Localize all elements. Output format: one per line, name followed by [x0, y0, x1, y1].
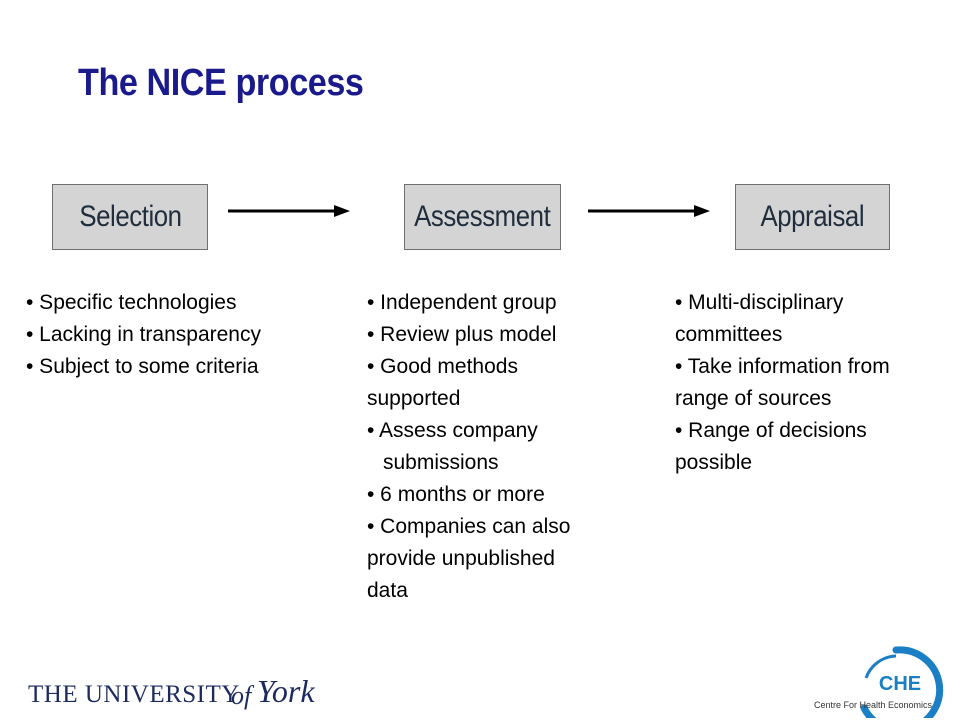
che-logo-abbr: CHE [879, 673, 921, 695]
list-item: • Lacking in transparency [26, 323, 261, 346]
list-item: • Independent group [367, 291, 557, 314]
list-item-continuation: supported [367, 387, 461, 410]
list-item: • Assess company [367, 419, 538, 442]
stage-box-appraisal: Appraisal [735, 184, 890, 250]
che-logo-fullname: Centre For Health Economics [814, 700, 933, 710]
selection-bullet-list: • Specific technologies • Lacking in tra… [26, 287, 261, 383]
list-item-continuation: submissions [383, 451, 499, 474]
list-item: • Multi-disciplinary [675, 291, 844, 314]
list-item-continuation: committees [675, 323, 783, 346]
list-item: • Good methods [367, 355, 518, 378]
list-item: • Review plus model [367, 323, 557, 346]
stage-label-assessment: Assessment [414, 200, 551, 233]
stage-box-selection: Selection [52, 184, 208, 250]
list-item: • Take information from [675, 355, 890, 378]
appraisal-bullet-list: • Multi-disciplinary committees • Take i… [675, 287, 890, 479]
slide-title: The NICE process [78, 62, 364, 104]
list-item-continuation: range of sources [675, 387, 832, 410]
arrow-right-icon [228, 205, 350, 217]
che-logo: CHE Centre For Health Economics [814, 646, 944, 718]
list-item: • 6 months or more [367, 483, 545, 506]
stage-box-assessment: Assessment [404, 184, 561, 250]
list-item: • Specific technologies [26, 291, 237, 314]
list-item-continuation: possible [675, 451, 753, 474]
assessment-bullet-list: • Independent group • Review plus model … [367, 287, 570, 607]
stage-label-selection: Selection [78, 200, 182, 233]
york-logo-of-text: of [231, 681, 255, 710]
list-item-continuation: data [367, 579, 408, 602]
arrow-right-icon [588, 205, 710, 217]
stage-label-appraisal: Appraisal [760, 200, 865, 233]
york-logo-york-text: York [257, 673, 315, 709]
university-of-york-logo: THE UNIVERSITY of York [28, 673, 315, 710]
list-item: • Companies can also [367, 515, 571, 538]
york-logo-main-text: THE UNIVERSITY [28, 681, 240, 708]
list-item: • Range of decisions [675, 419, 867, 442]
list-item: • Subject to some criteria [26, 355, 259, 378]
list-item-continuation: provide unpublished [367, 547, 555, 570]
